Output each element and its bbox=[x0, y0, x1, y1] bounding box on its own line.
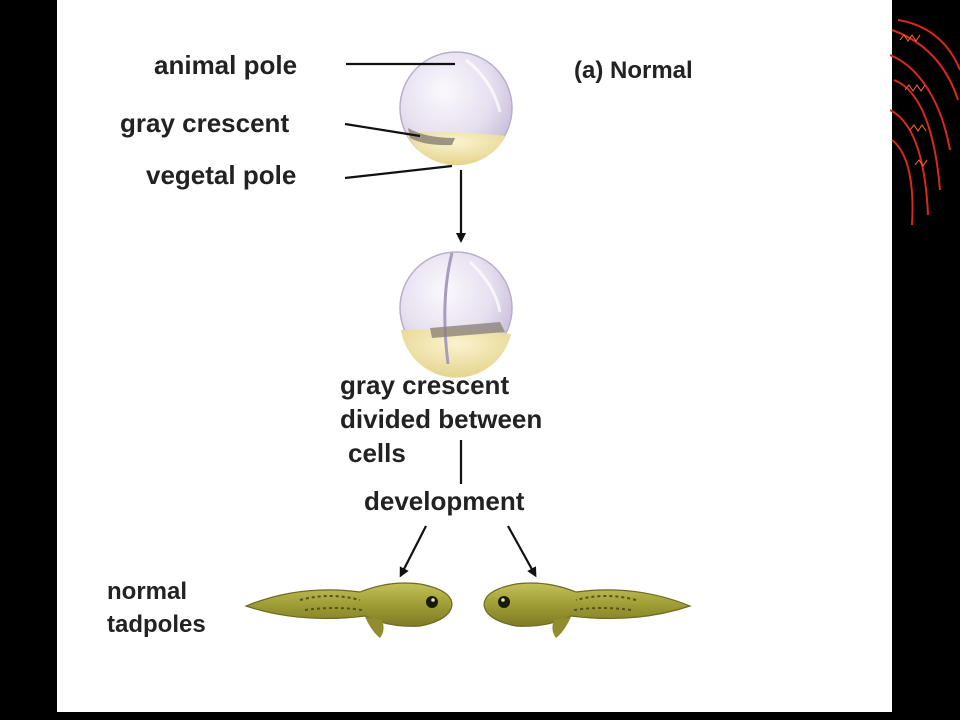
panel-label: (a) Normal bbox=[574, 57, 693, 84]
divided-gray-crescent bbox=[430, 322, 505, 338]
zygote-egg bbox=[399, 51, 513, 166]
arrow-left-tadpole bbox=[399, 525, 427, 578]
vegetal-pole-label: vegetal pole bbox=[146, 160, 296, 190]
division-caption-line1: gray crescent bbox=[340, 370, 509, 400]
development-label: development bbox=[364, 486, 525, 516]
gray-crescent-region bbox=[408, 128, 455, 146]
gray-crescent-leader bbox=[344, 122, 421, 138]
tadpole-right bbox=[483, 582, 692, 638]
result-label-line1: normal bbox=[107, 578, 187, 605]
result-label-line2: tadpoles bbox=[107, 611, 206, 638]
division-caption-line3: cells bbox=[348, 438, 406, 468]
gray-crescent-label: gray crescent bbox=[120, 108, 289, 138]
red-swirl-decoration bbox=[890, 19, 960, 226]
two-cell-embryo bbox=[399, 251, 513, 378]
arrow-right-tadpole bbox=[507, 525, 537, 578]
animal-pole-label: animal pole bbox=[154, 50, 297, 80]
tadpole-left bbox=[244, 582, 453, 638]
vegetal-pole-leader bbox=[344, 164, 453, 180]
division-caption-line2: divided between bbox=[340, 404, 542, 434]
